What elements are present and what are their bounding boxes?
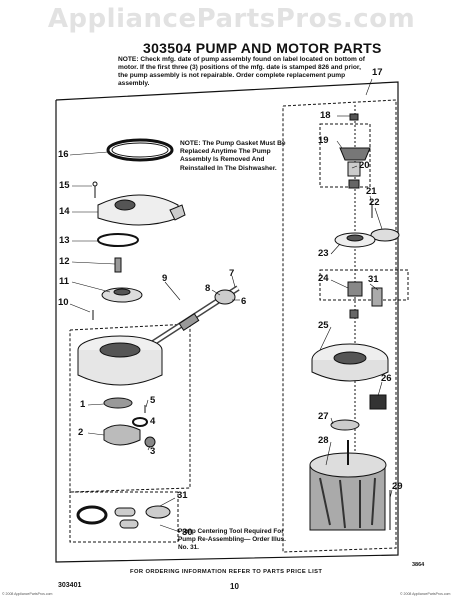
gasket-note: NOTE: The Pump Gasket Must Be Replaced A… bbox=[180, 140, 286, 172]
callout-30: 30 bbox=[182, 527, 193, 538]
diagram-frame bbox=[55, 81, 399, 563]
callout-31-tool: 31 bbox=[177, 490, 188, 501]
page-code: 303401 bbox=[58, 582, 82, 589]
callout-26: 26 bbox=[381, 373, 392, 384]
page-number: 10 bbox=[230, 582, 239, 591]
page-title: 303504 PUMP AND MOTOR PARTS bbox=[143, 40, 382, 56]
callout-8: 8 bbox=[205, 283, 211, 294]
callout-1: 1 bbox=[80, 399, 86, 410]
callout-28: 28 bbox=[318, 435, 329, 446]
callout-7: 7 bbox=[229, 268, 235, 279]
seal-group-box bbox=[319, 123, 371, 188]
callout-22: 22 bbox=[369, 197, 380, 208]
callout-27: 27 bbox=[318, 411, 329, 422]
callout-16: 16 bbox=[58, 149, 69, 160]
o-ring bbox=[97, 233, 139, 247]
callout-25: 25 bbox=[318, 320, 329, 331]
callout-29: 29 bbox=[392, 481, 403, 492]
callout-17: 17 bbox=[372, 67, 383, 78]
callout-18: 18 bbox=[320, 110, 331, 121]
callout-14: 14 bbox=[59, 206, 70, 217]
ordering-info: FOR ORDERING INFORMATION REFER TO PARTS … bbox=[130, 569, 323, 575]
callout-2: 2 bbox=[78, 427, 84, 438]
callout-10: 10 bbox=[58, 297, 69, 308]
callout-6: 6 bbox=[241, 296, 247, 307]
pump-housing-box bbox=[69, 323, 191, 493]
callout-4: 4 bbox=[150, 416, 156, 427]
callout-11: 11 bbox=[59, 276, 70, 287]
callout-5: 5 bbox=[150, 395, 156, 406]
pump-subassembly-box bbox=[282, 99, 397, 553]
shaft-group-box bbox=[319, 269, 409, 301]
callout-21: 21 bbox=[366, 186, 377, 197]
callout-31-shaft: 31 bbox=[368, 274, 379, 285]
footer-right: © 2008 AppliancePartsPros.com bbox=[400, 592, 451, 596]
callout-3: 3 bbox=[150, 446, 156, 457]
callout-24: 24 bbox=[318, 273, 329, 284]
callout-19: 19 bbox=[318, 135, 329, 146]
pump-gasket-ring bbox=[106, 138, 174, 162]
watermark: AppliancePartsPros.com bbox=[47, 4, 416, 34]
callout-13: 13 bbox=[59, 235, 70, 246]
mfg-date-note: NOTE: Check mfg. date of pump assembly f… bbox=[118, 56, 365, 88]
callout-9: 9 bbox=[162, 273, 168, 284]
callout-12: 12 bbox=[59, 256, 70, 267]
footer-left: © 2008 AppliancePartsPros.com bbox=[2, 592, 53, 596]
callout-15: 15 bbox=[59, 180, 70, 191]
diagram-code: 3864 bbox=[412, 562, 425, 568]
callout-23: 23 bbox=[318, 248, 329, 259]
centering-tool-note: Pump Centering Tool Required For Pump Re… bbox=[178, 528, 286, 551]
centering-tool-box bbox=[69, 491, 179, 543]
pump-cover bbox=[97, 194, 179, 226]
callout-20: 20 bbox=[359, 160, 370, 171]
